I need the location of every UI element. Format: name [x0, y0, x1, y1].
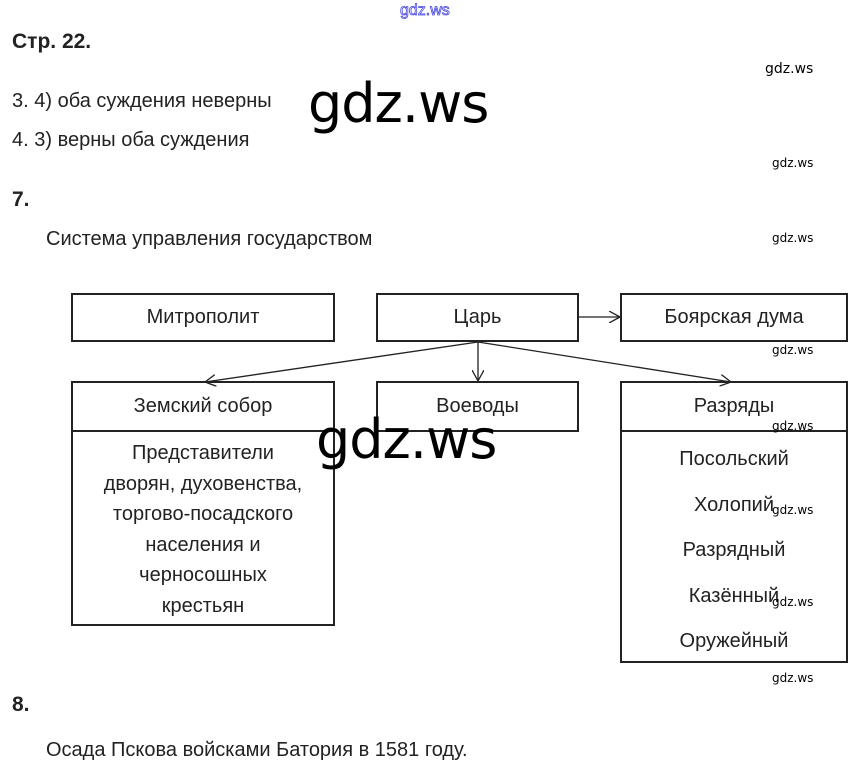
prikaz-item: Холопий — [694, 493, 774, 516]
watermark-small: gdz.ws — [772, 343, 814, 357]
box-razryady: Разряды — [620, 381, 848, 432]
task-8-number: 8. — [12, 693, 30, 716]
watermark-small: gdz.ws — [772, 671, 814, 685]
member-line: дворян, духовенства, — [103, 472, 303, 495]
diagram-title: Система управления государством — [46, 228, 373, 250]
member-line: населения и — [145, 533, 261, 556]
watermark-small: gdz.ws — [772, 595, 814, 609]
box-metropolitan: Митрополит — [71, 293, 335, 342]
answer-3: 3. 4) оба суждения неверны — [12, 90, 272, 112]
task-8-text: Осада Пскова войсками Батория в 1581 год… — [46, 739, 468, 761]
prikaz-item: Казённый — [688, 584, 780, 607]
member-line: торгово-посадского — [112, 503, 294, 525]
prikazy-list: Посольский Холопий Разрядный Казённый Ор… — [620, 432, 848, 663]
watermark-big: gdz.ws — [316, 408, 497, 471]
watermark-small: gdz.ws — [772, 419, 814, 433]
watermark-small: gdz.ws — [772, 156, 814, 170]
arrow-tsar-to-sobor — [205, 341, 479, 382]
arrow-tsar-to-razryady — [477, 341, 731, 382]
box-zemsky-sobor: Земский собор — [71, 381, 335, 432]
watermark-big: gdz.ws — [308, 72, 489, 135]
member-line: черносошных — [139, 564, 267, 586]
watermark-small: gdz.ws — [772, 503, 814, 517]
box-boyar-duma: Боярская дума — [620, 293, 848, 342]
task-7-number: 7. — [12, 188, 30, 211]
member-line: крестьян — [161, 594, 245, 617]
zemsky-sobor-members: Представители дворян, духовенства, торго… — [71, 432, 335, 626]
box-voevody: Воеводы — [376, 381, 579, 432]
member-line: Представители — [132, 442, 274, 464]
watermark-small: gdz.ws — [772, 231, 814, 245]
box-tsar: Царь — [376, 293, 579, 342]
prikaz-item: Разрядный — [682, 539, 786, 561]
page-heading: Стр. 22. — [12, 30, 92, 53]
watermark-small: gdz.ws — [765, 61, 814, 77]
answer-4: 4. 3) верны оба суждения — [12, 129, 250, 151]
prikaz-item: Посольский — [679, 448, 789, 470]
prikaz-item: Оружейный — [679, 630, 789, 652]
watermark-top: gdz.ws — [400, 2, 451, 20]
